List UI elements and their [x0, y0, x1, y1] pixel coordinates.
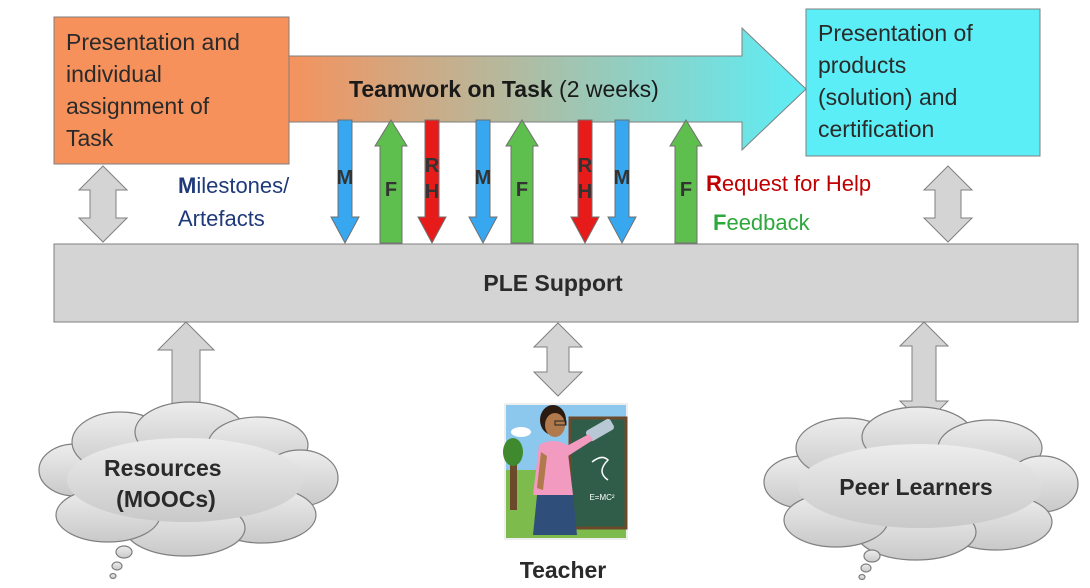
task-line-4: Task: [66, 125, 114, 151]
help-arrow-letter: H: [578, 181, 592, 203]
request-label: Request for Help: [706, 171, 871, 196]
milestones-line-2: Artefacts: [178, 206, 265, 231]
feedback-arrow-letter: F: [385, 179, 397, 201]
teacher-icon: E=MC²: [503, 403, 628, 540]
task-box: [53, 16, 290, 165]
feedback-arrow-letter: F: [516, 179, 528, 201]
milestone-arrow-letter: M: [337, 167, 354, 189]
products-line-3: (solution) and: [818, 84, 957, 110]
products-double-arrow: [922, 165, 974, 243]
teamwork-title-bold: Teamwork on Task: [349, 76, 553, 102]
milestone-arrow-7: [607, 119, 637, 245]
task-line-3: assignment of: [66, 93, 210, 119]
task-double-arrow: [77, 165, 129, 243]
milestones-rest: ilestones/: [196, 173, 290, 198]
resources-line-2: (MOOCs): [116, 486, 216, 512]
products-box: [805, 8, 1041, 157]
ple-support-label: PLE Support: [483, 270, 623, 296]
help-arrow-6: [570, 119, 600, 245]
feedback-arrow-8: [669, 119, 703, 244]
request-rest: equest for Help: [722, 171, 871, 196]
task-line-1: Presentation and: [66, 29, 240, 55]
help-arrow-letter: R: [578, 155, 593, 177]
help-arrow-letter: R: [425, 155, 440, 177]
products-line-2: products: [818, 52, 906, 78]
feedback-rest: eedback: [726, 210, 810, 235]
feedback-arrow-2: [374, 119, 408, 244]
teacher-double-arrow: [532, 322, 584, 397]
help-arrow-letter: H: [425, 181, 439, 203]
teamwork-arrow: [279, 26, 807, 152]
peer-learners-cloud: [763, 406, 1079, 581]
chalkboard-formula: E=MC²: [589, 493, 614, 502]
task-box-text: Presentation and individual assignment o…: [66, 29, 246, 151]
help-arrow-3: [417, 119, 447, 245]
milestones-initial: M: [178, 173, 196, 198]
feedback-arrow-5: [505, 119, 539, 244]
resources-line-1: Resources: [104, 455, 222, 481]
milestone-arrow-4: [468, 119, 498, 245]
feedback-label: Feedback: [713, 210, 811, 235]
milestone-arrow-letter: M: [475, 167, 492, 189]
feedback-initial: F: [713, 210, 726, 235]
products-box-text: Presentation of products (solution) and …: [818, 20, 979, 142]
request-initial: R: [706, 171, 722, 196]
products-line-1: Presentation of: [818, 20, 973, 46]
teacher-label: Teacher: [520, 557, 607, 583]
resources-label: Resources (MOOCs): [104, 455, 228, 512]
ple-support-bar: [53, 243, 1079, 323]
teamwork-title-rest: (2 weeks): [553, 76, 659, 102]
peer-learners-label: Peer Learners: [839, 474, 992, 500]
products-line-4: certification: [818, 116, 934, 142]
task-line-2: individual: [66, 61, 162, 87]
milestone-arrow-1: [330, 119, 360, 245]
feedback-arrow-letter: F: [680, 179, 692, 201]
milestone-arrow-letter: M: [614, 167, 631, 189]
milestones-label: Milestones/ Artefacts: [178, 173, 295, 231]
resources-cloud: [38, 401, 339, 580]
teamwork-title: Teamwork on Task (2 weeks): [349, 76, 659, 102]
